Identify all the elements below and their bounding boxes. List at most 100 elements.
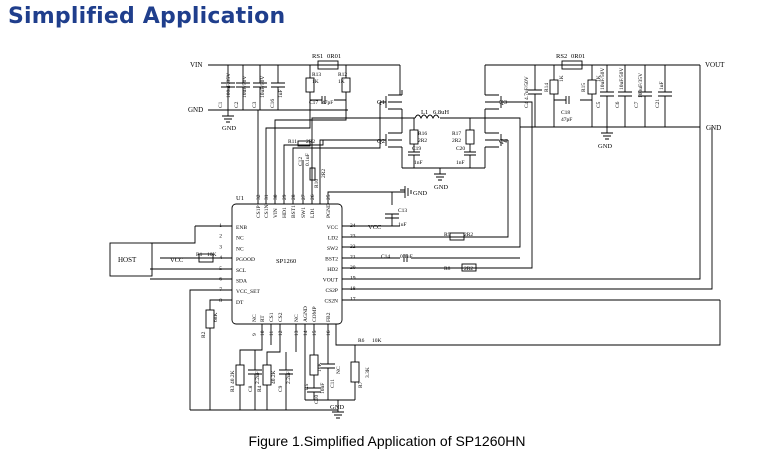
r14-ref: R14 [544,83,550,92]
pin-name-cs1p: CS1P [256,205,262,218]
pin-name-vout: VOUT [323,278,339,284]
c7-val: 100uF/35V [638,73,644,98]
c6-ref: C6 [615,101,621,108]
net-gnd-bottom: GND [330,404,344,411]
pin-name-nc: NC [236,246,244,252]
pin-name-scl: SCL [236,268,247,274]
q1-ref: Q1 [377,99,385,106]
c12-ref: C12 [298,157,304,166]
pin-number-22: 22 [350,244,356,250]
pin-name-enb: ENB [236,225,247,231]
pin-number-25: 25 [326,194,332,200]
pin-name-nc: NC [252,314,258,322]
pin-name-dt: DT [236,300,244,306]
c17-val: 47pF [322,100,333,106]
pin-name-bst2: BST2 [325,257,338,263]
pin-name-pgnd: PGND [326,203,332,218]
c18-ref: C18 [561,110,570,116]
pin-name-comp: COMP [312,306,318,322]
pin-number-12: 12 [278,330,284,336]
c2-ref: C2 [234,101,240,108]
r5-val: 10K [317,363,323,373]
r12-ref: R12 [338,72,347,78]
c5-ref: C5 [596,101,602,108]
net-gnd-sw: GND [434,184,448,191]
c14-val: 0.1uF [400,254,413,260]
c3-ref: C3 [252,101,258,108]
c9-ref: C9 [278,385,284,392]
pin-number-10: 10 [260,330,266,336]
q2-ref: Q2 [377,138,385,145]
pin-number-3: 3 [219,244,222,250]
pin-number-30: 30 [273,194,279,200]
r5-ref: R5 [304,383,310,390]
r15-val: 1K [596,75,602,82]
c18-val: 47pF [561,117,572,123]
r8-ref: R8 [444,266,451,272]
r9-val: 2R2 [464,232,473,238]
net-vcc: VCC [170,257,183,264]
pin-number-9: 9 [252,333,258,336]
pin-name-hd1: HD1 [282,207,288,218]
pin-number-19: 19 [350,276,356,282]
net-gnd-left: GND [188,106,203,114]
c8-ref: C8 [248,385,254,392]
ic-ref: U1 [236,195,244,202]
pin-number-6: 6 [219,277,222,283]
pin-number-5: 5 [219,266,222,272]
pin-name-cs1: CS1 [269,312,275,322]
c1-val: 100uF/35V [226,73,232,98]
pin-number-24: 24 [350,223,356,229]
pin-name-sda: SDA [236,279,247,285]
c20-val: 1nF [456,160,465,166]
pin-number-7: 7 [219,287,222,293]
net-vin: VIN [190,61,202,69]
c3-val: 10uF/50V [260,76,266,98]
r13-val: 1K [312,79,319,85]
pin-name-cs2n: CS2N [325,299,338,305]
r3-ref: R3 [230,385,236,392]
net-gnd-right: GND [706,124,721,132]
pin-number-11: 11 [269,330,275,336]
net-vout: VOUT [705,61,725,69]
pin-name-nc: NC [294,314,300,322]
c4-val: 4.7uF/50V [524,76,530,100]
pin-name-vcc_set: VCC_SET [236,289,260,295]
r16-val: 2R2 [418,138,427,144]
r13-ref: R13 [312,72,321,78]
pin-name-sw2: SW2 [327,246,338,252]
rs2-ref: RS2 [556,53,567,60]
schematic-diagram: VIN GND GND VOUT GND GND GND GND GND VCC… [109,53,725,419]
pin-name-vin: VIN [273,208,279,218]
pin-number-31: 31 [264,194,270,200]
page-title: Simplified Application [8,4,286,29]
c12-val: 0.1uF [305,153,311,166]
r10-val: 2R2 [321,169,327,178]
pin-name-bst1: BST1 [291,205,297,218]
pin-name-cs1n: CS1N [264,205,270,218]
pin-name-vcc: VCC [327,225,339,231]
r2-ref: R2 [201,331,207,338]
r7-val: 3.3K [365,367,371,378]
c13-ref: C13 [398,208,407,214]
q3-ref: Q3 [499,99,507,106]
pin-name-rt: RT [260,315,266,322]
c16-ref: C16 [270,99,276,108]
ic-name: SP1260 [276,258,296,265]
pin-number-13: 13 [294,330,300,336]
net-gnd-pgnd: GND [413,190,427,197]
l1-val: 6.8uH [433,109,449,116]
net-gnd: GND [222,125,236,132]
pin-name-cs2p: CS2P [325,288,338,294]
net-vcc-pin: VCC [368,224,381,231]
r11-ref: R11 [288,139,297,145]
c1-ref: C1 [218,101,224,108]
rs1-val: 0R01 [327,53,341,60]
c21-val: 1uF [659,81,665,90]
pin-number-4: 4 [219,255,222,261]
c13-val: 1uF [398,222,407,228]
c4-ref: C4 [524,101,530,108]
r1-ref: R1 [196,252,203,258]
r3-val: 40.2K [230,370,236,384]
